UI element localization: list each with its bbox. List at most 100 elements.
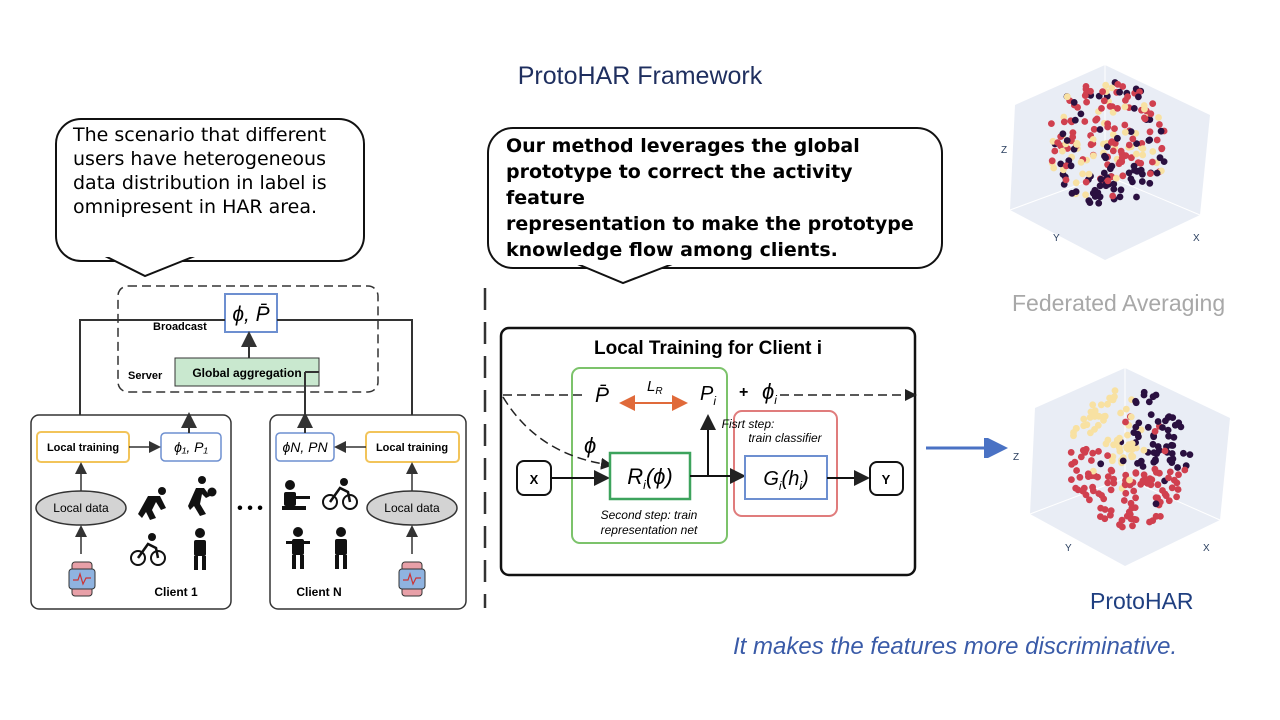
scatter-point bbox=[1154, 481, 1162, 489]
scatter-point bbox=[1106, 394, 1113, 402]
scatter-point bbox=[1103, 143, 1111, 151]
result-arrow bbox=[926, 438, 1008, 458]
scatter-point bbox=[1116, 444, 1123, 452]
scatter-point bbox=[1147, 411, 1155, 418]
scatter-point bbox=[1151, 465, 1159, 473]
ellipsis: • • • bbox=[237, 500, 263, 517]
scatter-point bbox=[1098, 105, 1105, 112]
scatter-point bbox=[1116, 158, 1124, 166]
scatter-point bbox=[1165, 474, 1172, 482]
scatter-point bbox=[1170, 433, 1178, 441]
scatter-point bbox=[1130, 105, 1138, 112]
scatter-point bbox=[1081, 92, 1089, 99]
scatter-point bbox=[1102, 81, 1110, 89]
scatter-point bbox=[1128, 154, 1135, 162]
scatter-point bbox=[1111, 387, 1119, 394]
scatter-point bbox=[1084, 470, 1092, 478]
global-aggregation-label: Global aggregation bbox=[192, 366, 301, 380]
local-training-title: Local Training for Client i bbox=[594, 338, 822, 359]
scatter-point bbox=[1090, 125, 1098, 133]
axis-y-label: Y bbox=[1053, 233, 1060, 244]
scatter-point bbox=[1100, 413, 1108, 420]
scatter-point bbox=[1169, 455, 1177, 463]
scatter-point bbox=[1077, 453, 1085, 461]
scatter-point bbox=[1154, 418, 1162, 425]
bubble-left-line: The scenario that different bbox=[73, 124, 327, 146]
scatter-point bbox=[1107, 486, 1115, 494]
scatter-point bbox=[1133, 140, 1140, 147]
scatter-point bbox=[1096, 126, 1104, 133]
scatter-point bbox=[1119, 172, 1127, 180]
scatter-point bbox=[1082, 191, 1089, 199]
scatter-point bbox=[1146, 179, 1154, 187]
scatter-point bbox=[1089, 449, 1097, 457]
global-aggregation-box bbox=[174, 357, 320, 387]
scatter-point bbox=[1083, 98, 1090, 106]
bubble-right-tail bbox=[574, 261, 677, 285]
axis-y-label: Y bbox=[1065, 543, 1072, 554]
scatter-point bbox=[1110, 185, 1118, 193]
scatter-point bbox=[1152, 512, 1160, 520]
scatter-point bbox=[1164, 426, 1172, 434]
scatter-point bbox=[1110, 180, 1118, 188]
scatter-point bbox=[1073, 425, 1080, 432]
scatter-point bbox=[1127, 413, 1135, 421]
protohar-scatter-plot: Z Y X bbox=[1013, 368, 1230, 566]
scatter-point bbox=[1099, 88, 1106, 95]
scatter-point bbox=[1116, 521, 1123, 529]
scatter-point bbox=[1087, 141, 1095, 149]
scatter-point bbox=[1149, 148, 1157, 155]
scatter-point bbox=[1094, 473, 1101, 481]
scatter-point bbox=[1127, 128, 1135, 135]
scatter-point bbox=[1180, 449, 1187, 457]
scatter-point bbox=[1175, 471, 1182, 479]
page-title: ProtoHAR Framework bbox=[517, 62, 763, 90]
scatter-point bbox=[1126, 511, 1134, 518]
scatter-point bbox=[1165, 432, 1172, 440]
scatter-point bbox=[1104, 400, 1111, 408]
first-step-line: Fisrt step: bbox=[722, 417, 775, 431]
scatter-point bbox=[1062, 176, 1070, 184]
lr-label: LR bbox=[647, 378, 663, 397]
bubble-right-line: knowledge flow among clients. bbox=[506, 239, 838, 261]
fedavg-label: Federated Averaging bbox=[1012, 290, 1226, 316]
scatter-point bbox=[1072, 188, 1080, 196]
scatter-point bbox=[1134, 430, 1142, 438]
scatter-point bbox=[1146, 136, 1154, 144]
scatter-point bbox=[1048, 120, 1055, 127]
scatter-point bbox=[1112, 174, 1120, 182]
scatter-point bbox=[1062, 162, 1070, 170]
scatter-point bbox=[1129, 522, 1136, 530]
scatter-point bbox=[1147, 110, 1155, 118]
scatter-point bbox=[1141, 115, 1149, 123]
scatter-point bbox=[1097, 401, 1105, 409]
scatter-point bbox=[1153, 136, 1161, 144]
scatter-point bbox=[1109, 147, 1117, 155]
scatter-point bbox=[1091, 186, 1099, 194]
scatter-point bbox=[1089, 136, 1097, 143]
scatter-point bbox=[1150, 449, 1158, 456]
scatter-point bbox=[1097, 504, 1105, 512]
scatter-point bbox=[1119, 457, 1127, 465]
scatter-point bbox=[1054, 139, 1062, 146]
scatter-point bbox=[1097, 175, 1105, 183]
scatter-point bbox=[1166, 468, 1174, 476]
scatter-point bbox=[1158, 144, 1166, 152]
scatter-point bbox=[1089, 401, 1097, 409]
activity-icons bbox=[130, 476, 217, 570]
scatter-point bbox=[1089, 487, 1097, 495]
clientN-name: Client N bbox=[296, 585, 341, 599]
scatter-point bbox=[1107, 507, 1115, 514]
axis-x-label: X bbox=[1193, 233, 1200, 244]
scatter-point bbox=[1108, 162, 1116, 170]
scatter-point bbox=[1063, 137, 1071, 144]
bubble-left-line: omnipresent in HAR area. bbox=[73, 196, 318, 218]
scatter-point bbox=[1162, 492, 1170, 500]
scatter-point bbox=[1125, 169, 1133, 177]
scatter-point bbox=[1077, 158, 1085, 166]
scatter-point bbox=[1186, 451, 1194, 458]
scatter-point bbox=[1129, 135, 1137, 143]
classifier-net: Gi(hi) bbox=[763, 468, 808, 493]
scatter-point bbox=[1121, 128, 1129, 136]
bubble-left-line: data distribution in label is bbox=[73, 172, 327, 194]
